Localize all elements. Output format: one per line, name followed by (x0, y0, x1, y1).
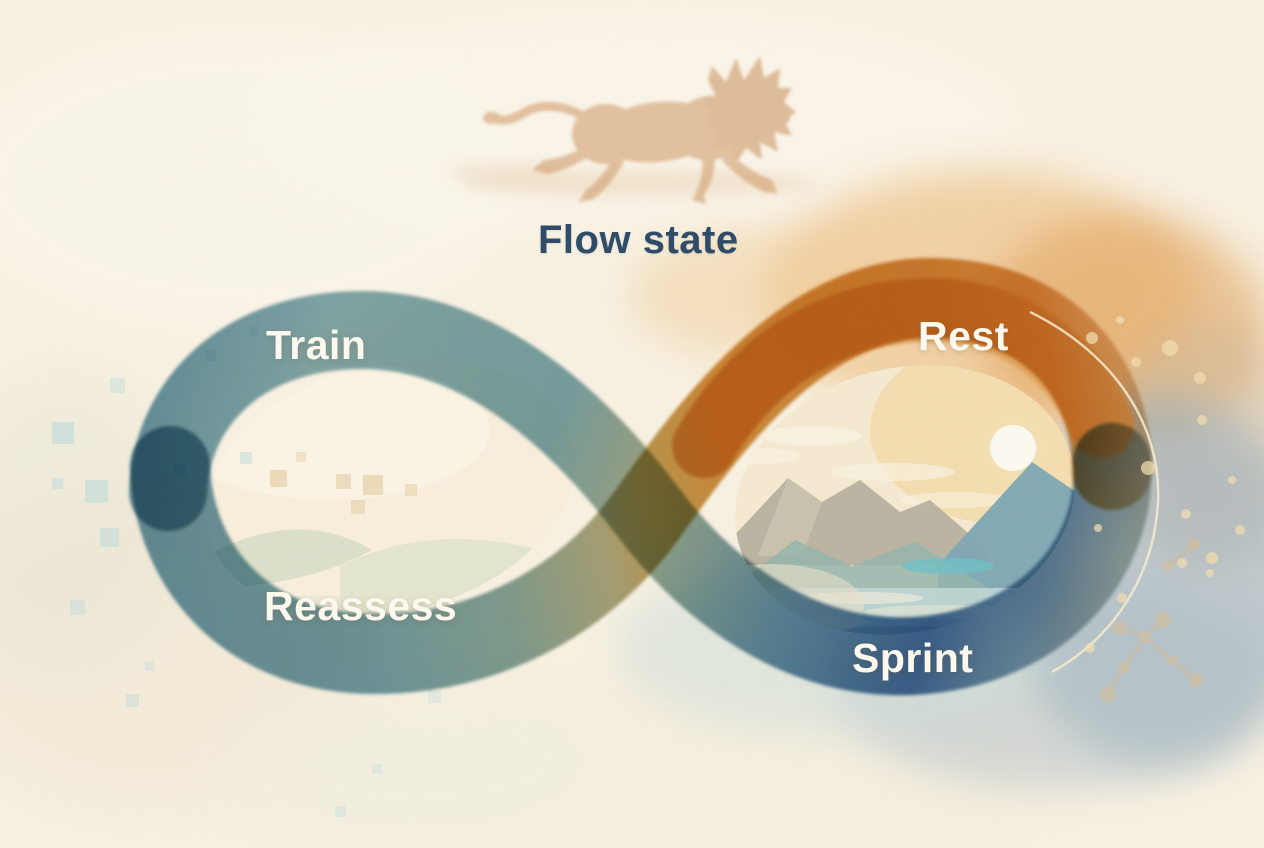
label-sprint: Sprint (852, 635, 974, 681)
page-title: Flow state (538, 218, 739, 262)
label-rest: Rest (918, 313, 1009, 359)
label-reassess: Reassess (264, 583, 458, 629)
label-train: Train (266, 322, 367, 368)
